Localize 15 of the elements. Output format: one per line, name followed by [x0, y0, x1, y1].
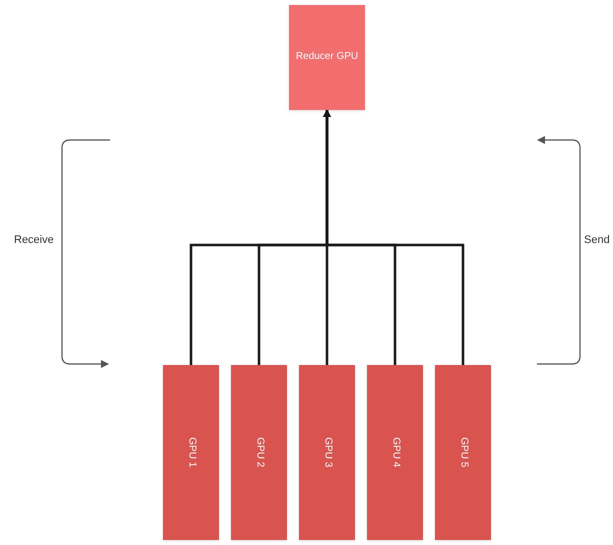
gpu-box — [289, 5, 365, 110]
gpu-box — [163, 365, 219, 540]
gpu-label: GPU 5 — [457, 438, 470, 468]
gpu-box — [367, 365, 423, 540]
connector-arrow — [323, 109, 464, 365]
gpu-label: GPU 3 — [321, 438, 334, 468]
gpu-box — [435, 365, 491, 540]
gpu-label: Reducer GPU — [296, 51, 358, 64]
gpu-box — [231, 365, 287, 540]
gpu-label: GPU 4 — [389, 438, 402, 468]
direction-label: Send — [584, 233, 610, 248]
gpu-box — [299, 365, 355, 540]
gpu-label: GPU 1 — [185, 438, 198, 468]
gpu-label: GPU 2 — [253, 438, 266, 468]
direction-label: Receive — [14, 233, 54, 248]
